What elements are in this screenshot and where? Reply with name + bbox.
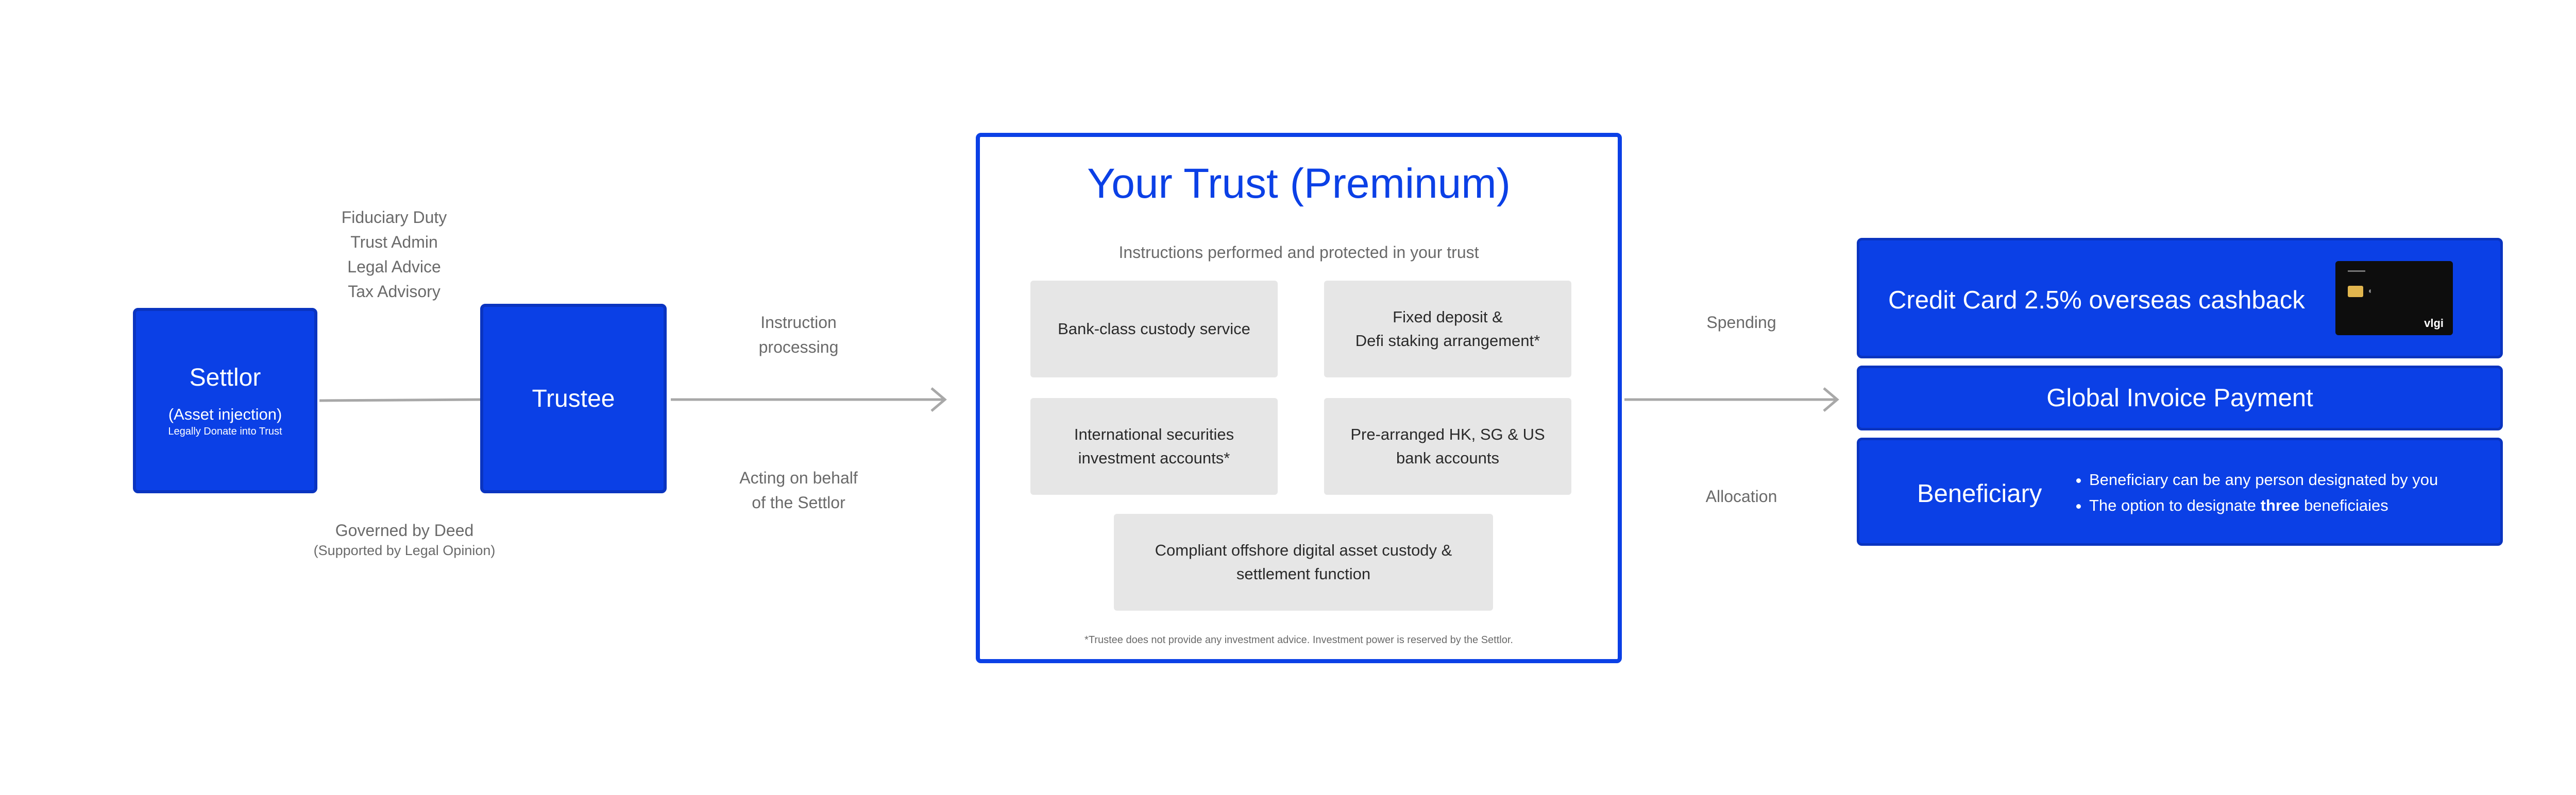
- service-text: Pre-arranged HK, SG & US: [1350, 425, 1545, 443]
- spending-label: Spending: [1706, 313, 1776, 332]
- trust-subtitle: Instructions performed and protected in …: [1118, 243, 1479, 262]
- service-text: settlement function: [1236, 565, 1371, 583]
- card-dot-icon: [2348, 270, 2365, 272]
- beneficiary-bullets: Beneficiary can be any person designated…: [2071, 467, 2438, 519]
- duty-item: Fiduciary Duty: [341, 208, 447, 227]
- acting-label: Acting on behalf of the Settlor: [711, 465, 886, 515]
- service-text: Defi staking arrangement*: [1355, 332, 1540, 350]
- card-brand: vlgi: [2424, 317, 2444, 330]
- settlor-box: Settlor (Asset injection) Legally Donate…: [133, 308, 317, 493]
- service-fixed-deposit: Fixed deposit & Defi staking arrangement…: [1324, 281, 1571, 377]
- duties-list: Fiduciary Duty Trust Admin Legal Advice …: [299, 205, 489, 304]
- duty-item: Legal Advice: [347, 257, 441, 276]
- duty-item: Trust Admin: [350, 233, 438, 251]
- settlor-title: Settlor: [189, 364, 261, 391]
- acting-line: Acting on behalf: [739, 469, 858, 487]
- trust-footnote: *Trustee does not provide any investment…: [1084, 634, 1513, 646]
- service-bank-accounts: Pre-arranged HK, SG & US bank accounts: [1324, 398, 1571, 495]
- instruction-label: Instruction processing: [711, 310, 886, 359]
- credit-card-box: Credit Card 2.5% overseas cashback ◖ vlg…: [1857, 238, 2503, 358]
- allocation-label: Allocation: [1705, 487, 1777, 506]
- acting-line: of the Settlor: [752, 493, 845, 512]
- beneficiary-label: Beneficiary: [1917, 480, 2042, 508]
- service-text: Bank-class custody service: [1058, 320, 1250, 338]
- service-custody: Bank-class custody service: [1030, 281, 1278, 377]
- service-text: bank accounts: [1396, 449, 1499, 467]
- governed-caption: Governed by Deed (Supported by Legal Opi…: [289, 518, 520, 559]
- invoice-label: Global Invoice Payment: [2046, 384, 2313, 412]
- service-securities: International securities investment acco…: [1030, 398, 1278, 495]
- service-text: International securities: [1074, 425, 1234, 443]
- service-digital-asset: Compliant offshore digital asset custody…: [1114, 514, 1493, 611]
- instruction-line: processing: [758, 338, 839, 356]
- beneficiary-box: Beneficiary Beneficiary can be any perso…: [1857, 438, 2503, 546]
- settlor-note: Legally Donate into Trust: [168, 426, 282, 437]
- trustee-box: Trustee: [480, 304, 667, 493]
- trustee-title: Trustee: [532, 385, 615, 412]
- beneficiary-bullet: Beneficiary can be any person designated…: [2089, 467, 2438, 493]
- trust-title: Your Trust (Preminum): [1087, 160, 1511, 207]
- service-text: Compliant offshore digital asset custody…: [1155, 541, 1452, 559]
- card-chip-icon: [2348, 286, 2363, 297]
- service-text: investment accounts*: [1078, 449, 1230, 467]
- settlor-subtitle: (Asset injection): [168, 405, 282, 423]
- contactless-icon: ◖: [2367, 287, 2372, 296]
- service-text: Fixed deposit &: [1393, 308, 1503, 326]
- credit-card-label: Credit Card 2.5% overseas cashback: [1888, 286, 2305, 314]
- trustee-trust-arrowhead: [930, 387, 947, 412]
- governed-title: Governed by Deed: [335, 521, 474, 540]
- trust-outputs-arrowhead: [1823, 387, 1839, 412]
- settlor-trustee-line: [319, 398, 483, 402]
- duty-item: Tax Advisory: [348, 282, 440, 301]
- invoice-box: Global Invoice Payment: [1857, 366, 2503, 430]
- governed-note: (Supported by Legal Opinion): [313, 543, 496, 558]
- beneficiary-bullet: The option to designate three beneficiai…: [2089, 493, 2438, 519]
- credit-card-image: ◖ vlgi: [2335, 261, 2453, 335]
- instruction-line: Instruction: [760, 313, 837, 332]
